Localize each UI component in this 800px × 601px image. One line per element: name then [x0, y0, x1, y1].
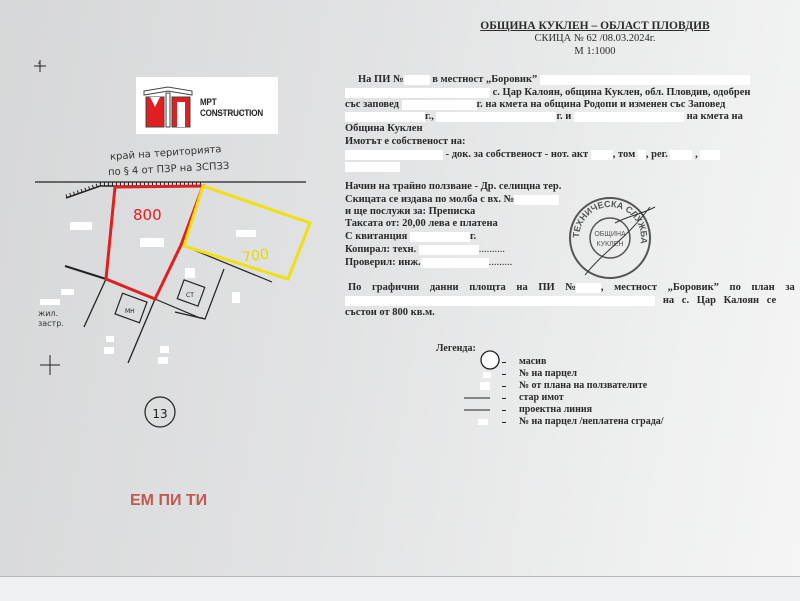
legend-item: № на парцел: [519, 368, 577, 379]
land-use: Начин на трайно ползване - Др. селищна т…: [345, 181, 562, 192]
owner-label: Имотът е собственост на:: [345, 136, 466, 147]
redacted: [345, 161, 400, 173]
crosshair-icon: [34, 60, 46, 72]
plot-700-label: 700: [241, 246, 270, 266]
text: със заповед: [345, 99, 399, 110]
building-residential: [114, 292, 148, 324]
signature: [584, 206, 656, 276]
scale: М 1:1000: [574, 46, 616, 57]
stamp-center-2: КУКЛЕН: [597, 241, 624, 248]
cadastral-map: 13 800 700 МН СТ: [34, 60, 312, 428]
text: г.,: [425, 111, 434, 122]
text: на кмета на: [686, 111, 743, 122]
text: в местност „Боровик”: [432, 74, 538, 85]
fee-line: Таксата от: 20,00 лева е платена: [345, 218, 498, 229]
plot-800-outline: [104, 184, 206, 301]
text: На ПИ №: [358, 74, 404, 85]
cadastral-sketch-document: ОБЩИНА КУКЛЕН – ОБЛАСТ ПЛОВДИВ СКИЦА № 6…: [0, 0, 800, 578]
text: , рег.: [645, 149, 668, 160]
copied-by: Копирал: техн. ..........: [345, 244, 506, 255]
area-total: състои от 800 кв.м.: [345, 307, 435, 318]
area-line-2: на с. Цар Калоян се: [345, 295, 776, 307]
legend-item: № на парцел /неплатена сграда/: [519, 416, 664, 427]
building-label: СТ: [186, 292, 194, 299]
crosshair-icon: [40, 355, 60, 375]
text: Проверил: инж.: [345, 257, 421, 268]
checked-by: Проверил: инж..........: [345, 257, 513, 268]
underlying-paper: [0, 576, 800, 601]
text: , том: [612, 149, 636, 160]
receipt-line: С квитанция г.: [345, 231, 476, 243]
legend-item: стар имот: [519, 392, 564, 403]
text: Скицата се издава по молба с вх. №: [345, 194, 515, 205]
text: с. Цар Калоян, община Куклен, обл. Пловд…: [492, 87, 751, 98]
document-title: ОБЩИНА КУКЛЕН – ОБЛАСТ ПЛОВДИВ: [480, 20, 710, 32]
request-line: Скицата се издава по молба с вх. №: [345, 194, 560, 206]
body-line-2: с. Цар Калоян, община Куклен, обл. Пловд…: [345, 87, 750, 99]
body-line-3: със заповед г. на кмета на община Родопи…: [345, 99, 725, 111]
legend-title: Легенда:: [436, 343, 476, 354]
sketch-number: СКИЦА № 62 /08.03.2024г.: [534, 33, 656, 44]
text: По графични данни площта на ПИ №: [348, 282, 576, 293]
text: Копирал: техн.: [345, 244, 417, 255]
plot-700-outline: [182, 184, 312, 281]
legend-item: масив: [519, 356, 547, 367]
body-line-4: г., г. и на кмета на: [345, 111, 743, 123]
text: С квитанция: [345, 231, 408, 242]
building-outbuilding: [176, 279, 206, 307]
left-note: жил. застр.: [38, 309, 64, 328]
legend-symbols: [464, 350, 506, 425]
text: г. на кмета на община Родопи и изменен с…: [476, 99, 726, 110]
ownership-doc: - док. за собственост - нот. акт , том ,…: [345, 149, 721, 161]
logo-name: MPT CONSTRUCTION: [200, 97, 264, 119]
body-line-5: Община Куклен: [345, 123, 423, 134]
stamp-center-1: ОБЩИНА: [594, 231, 626, 238]
logo-mark-icon: [143, 86, 193, 128]
text: на с. Цар Калоян се: [662, 295, 777, 306]
text: г. и: [556, 111, 572, 122]
text: - док. за собственост - нот. акт: [445, 149, 589, 160]
plot-800-label: 800: [133, 206, 162, 224]
massif-number: 13: [152, 407, 167, 421]
massif-circle: [144, 396, 176, 428]
company-logo: MPT CONSTRUCTION REAL ESTATES: [136, 77, 278, 134]
text: , местност „Боровик” по план за: [600, 282, 795, 293]
logo-subtitle: REAL ESTATES: [212, 110, 254, 115]
watermark: ЕМ ПИ ТИ: [130, 492, 208, 509]
text: г.: [469, 231, 477, 242]
body-line-1: На ПИ № в местност „Боровик”: [358, 74, 750, 86]
purpose-line: и ще послужи за: Преписка: [345, 206, 476, 217]
legend-item: проектна линия: [519, 404, 593, 415]
legend-item: № от плана на ползвателите: [519, 380, 648, 391]
building-label: МН: [125, 308, 135, 315]
municipal-stamp: ТЕХНИЧЕСКА СЛУЖБА ОБЩИНА КУКЛЕН: [569, 197, 656, 279]
area-line-1: По графични данни площта на ПИ № , местно…: [348, 282, 795, 294]
